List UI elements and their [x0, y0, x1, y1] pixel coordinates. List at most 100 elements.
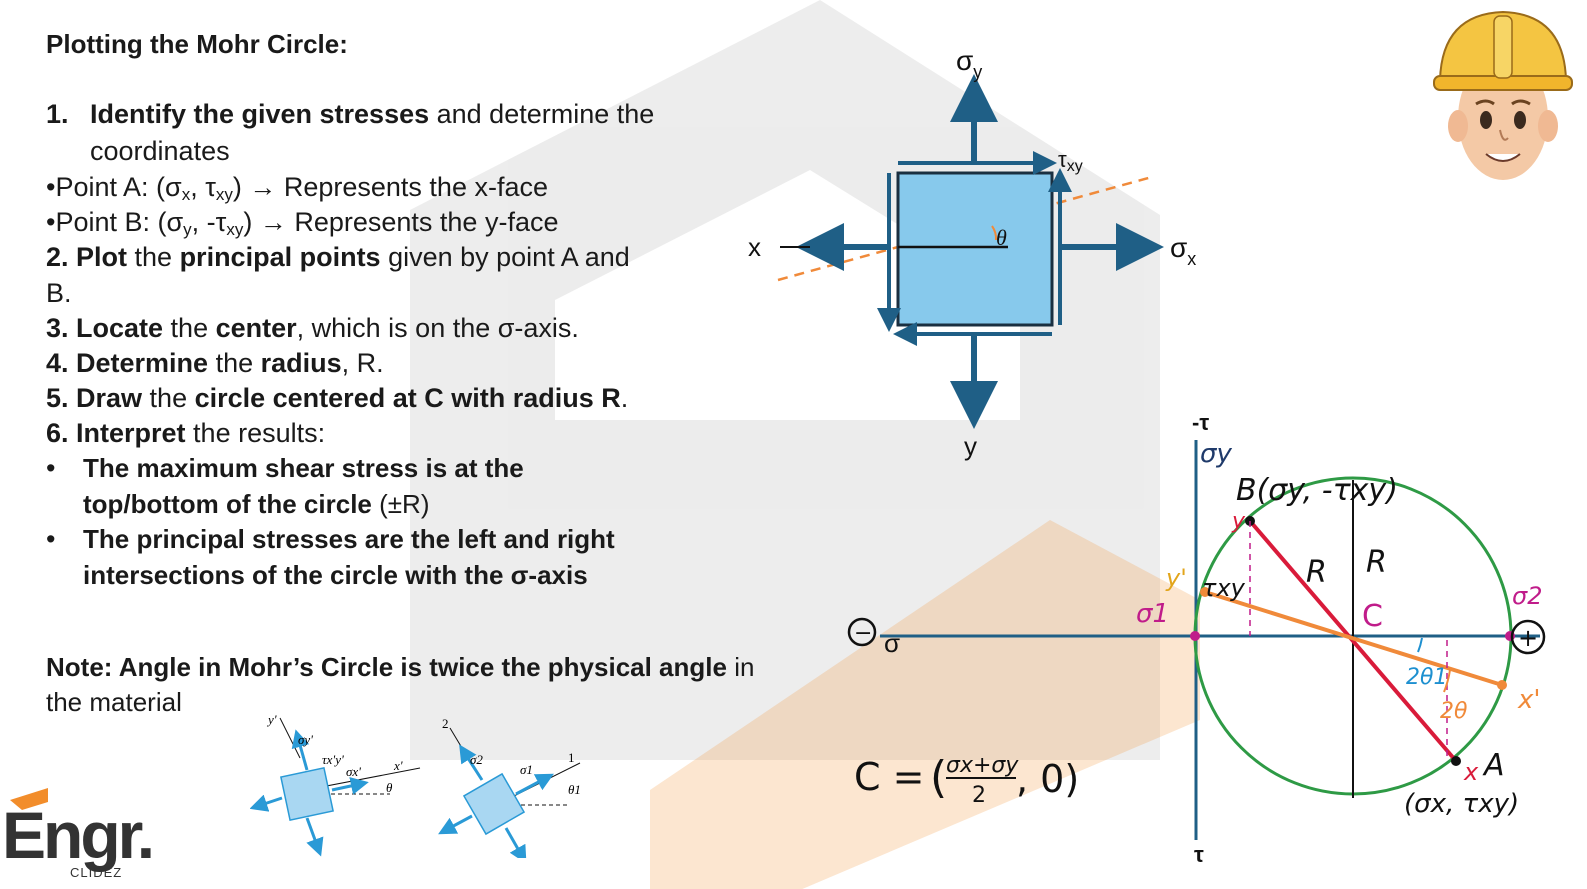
bullet-1-line2: top/bottom of the circle (±R): [83, 487, 429, 522]
fig2-sigma2: σ2: [470, 752, 483, 767]
step-4: 4. Determine the radius, R.: [46, 346, 384, 381]
tau-label: τ: [1194, 842, 1204, 867]
step-1-bold: Identify the given stresses: [90, 99, 430, 129]
formula-zero: , 0): [1016, 757, 1079, 801]
point-b-suffix: ) → Represents the y-face: [243, 207, 559, 237]
y-prime-dot: [1200, 587, 1210, 597]
stress-element-square: [896, 171, 1054, 327]
formula-denominator: 2: [972, 783, 986, 808]
point-a-sub1: x: [181, 185, 191, 204]
rotated-diameter: [1204, 590, 1503, 687]
page-title: Plotting the Mohr Circle:: [46, 29, 348, 59]
neg-tau-label: -τ: [1192, 410, 1209, 435]
bullet-1-rest: (±R): [371, 489, 430, 519]
figure-rotated-element: y' σy' τx'y' σx' x' θ: [250, 712, 421, 857]
bullet-1-line1: The maximum shear stress is at the: [83, 453, 524, 483]
step-3-text1: the: [163, 313, 216, 343]
fig2-theta1: θ1: [568, 782, 581, 797]
step-1-number: 1.: [46, 99, 69, 129]
note-bold: Note: Angle in Mohr’s Circle is twice th…: [46, 652, 727, 682]
fig2-sigma1: σ1: [520, 762, 533, 777]
formula-numerator: σx+σy: [946, 753, 1019, 778]
bullet-2-marker: •: [46, 524, 56, 554]
two-theta1-label: 2θ1: [1406, 665, 1447, 690]
sigma-x-label: σx: [1170, 232, 1196, 269]
point-a-line: •Point A: (σx, τxy) → Represents the x-f…: [46, 170, 548, 205]
point-a-suffix: ) → Represents the x-face: [232, 172, 548, 202]
step-6: 6. Interpret the results:: [46, 416, 325, 451]
step-4-text1: the: [208, 348, 261, 378]
y-mark-label: y: [1231, 509, 1246, 534]
step-5: 5. Draw the circle centered at C with ra…: [46, 381, 628, 416]
bullet-1-marker: •: [46, 453, 56, 483]
x-mark-label: x: [1463, 758, 1479, 786]
step-1-line2: coordinates: [90, 136, 230, 166]
step-1-rest: and determine the: [429, 99, 655, 129]
brand-logo: Engr.: [2, 788, 155, 872]
point-a-coords: (σx, τxy): [1404, 789, 1519, 819]
center-c-label: C: [1362, 599, 1383, 634]
step-5-text2: .: [620, 383, 629, 413]
step-5-text1: the: [142, 383, 195, 413]
r-label-1: R: [1306, 555, 1327, 590]
step-1: 1.: [46, 97, 69, 132]
x-prime-dot: [1497, 680, 1507, 690]
sigma1-label: σ1: [1136, 599, 1169, 629]
theta-arc: [991, 225, 998, 241]
step-5-bold1: 5. Draw: [46, 383, 143, 413]
step-5-bold2: circle centered at C with radius R: [194, 383, 621, 413]
point-a-dot: [1451, 756, 1461, 766]
x-axis-label: x: [748, 232, 761, 262]
fig2-two: 2: [442, 716, 449, 731]
mohr-circle-diagram: -τ τ − σ + σy B(σy, -τxy) y R R y' σ1 τx…: [847, 410, 1546, 867]
fig1-theta: θ: [386, 780, 393, 795]
x-prime-label: x': [1517, 685, 1541, 715]
sigma-y-label: σy: [956, 45, 982, 82]
point-b-sub1: y: [183, 220, 192, 239]
step-3-bold2: center: [215, 313, 297, 343]
point-a-mid: , τ: [190, 172, 216, 202]
tau-xy-mark: τxy: [1202, 574, 1246, 602]
engineer-avatar-icon: [1433, 10, 1573, 180]
step-1-text: Identify the given stresses and determin…: [90, 97, 654, 132]
fig1-tau-xpyp: τx'y': [322, 752, 344, 767]
plus-sign: +: [1518, 624, 1538, 652]
fig1-x-prime: x': [393, 758, 403, 773]
point-b-line: •Point B: (σy, -τxy) → Represents the y-…: [46, 205, 558, 240]
stress-element-diagram: σy τxy σx x y θ: [748, 45, 1196, 461]
two-theta1-arc: [1417, 637, 1423, 653]
theta-label: θ: [996, 225, 1007, 250]
step-3: 3. Locate the center, which is on the σ-…: [46, 311, 579, 346]
two-theta-arc: [1443, 669, 1451, 693]
sigma-axis-label: σ: [884, 628, 900, 658]
point-b-mid: , -τ: [191, 207, 227, 237]
point-a-sub2: xy: [215, 185, 233, 204]
y-axis-label: y: [964, 431, 977, 461]
tau-xy-label: τxy: [1058, 147, 1083, 175]
plus-circle-icon: [1510, 619, 1546, 655]
step-3-bold1: 3. Locate: [46, 313, 164, 343]
step-2-bold2: principal points: [179, 242, 381, 272]
step-4-bold2: radius: [260, 348, 342, 378]
sigma2-label: σ2: [1512, 582, 1542, 610]
note-rest: in: [726, 652, 755, 682]
bullet-1-bold: top/bottom of the circle: [83, 489, 372, 519]
step-4-bold1: 4. Determine: [46, 348, 209, 378]
sigma1-point: [1190, 631, 1200, 641]
point-a-label: A: [1482, 748, 1505, 783]
r-label-2: R: [1366, 545, 1387, 580]
two-theta-label: 2θ: [1440, 699, 1468, 724]
step-2-text2: given by point A and: [380, 242, 630, 272]
step-2-text1: the: [127, 242, 180, 272]
step-6-bold1: 6. Interpret: [46, 418, 186, 448]
figure-principal-element: 2 σ2 σ1 1 θ1: [438, 716, 581, 858]
brand-logo-text: Engr.: [2, 798, 152, 872]
point-b-sub2: xy: [226, 220, 244, 239]
brand-subtitle: CLIDEZ: [70, 865, 123, 880]
point-b-label: B(σy, -τxy): [1236, 473, 1398, 508]
note-line1: Note: Angle in Mohr’s Circle is twice th…: [46, 650, 754, 685]
diameter-ab: [1248, 519, 1458, 763]
step-4-text2: , R.: [341, 348, 384, 378]
formula-open-paren: (: [930, 752, 947, 803]
point-b-prefix: •Point B: (σ: [46, 207, 184, 237]
